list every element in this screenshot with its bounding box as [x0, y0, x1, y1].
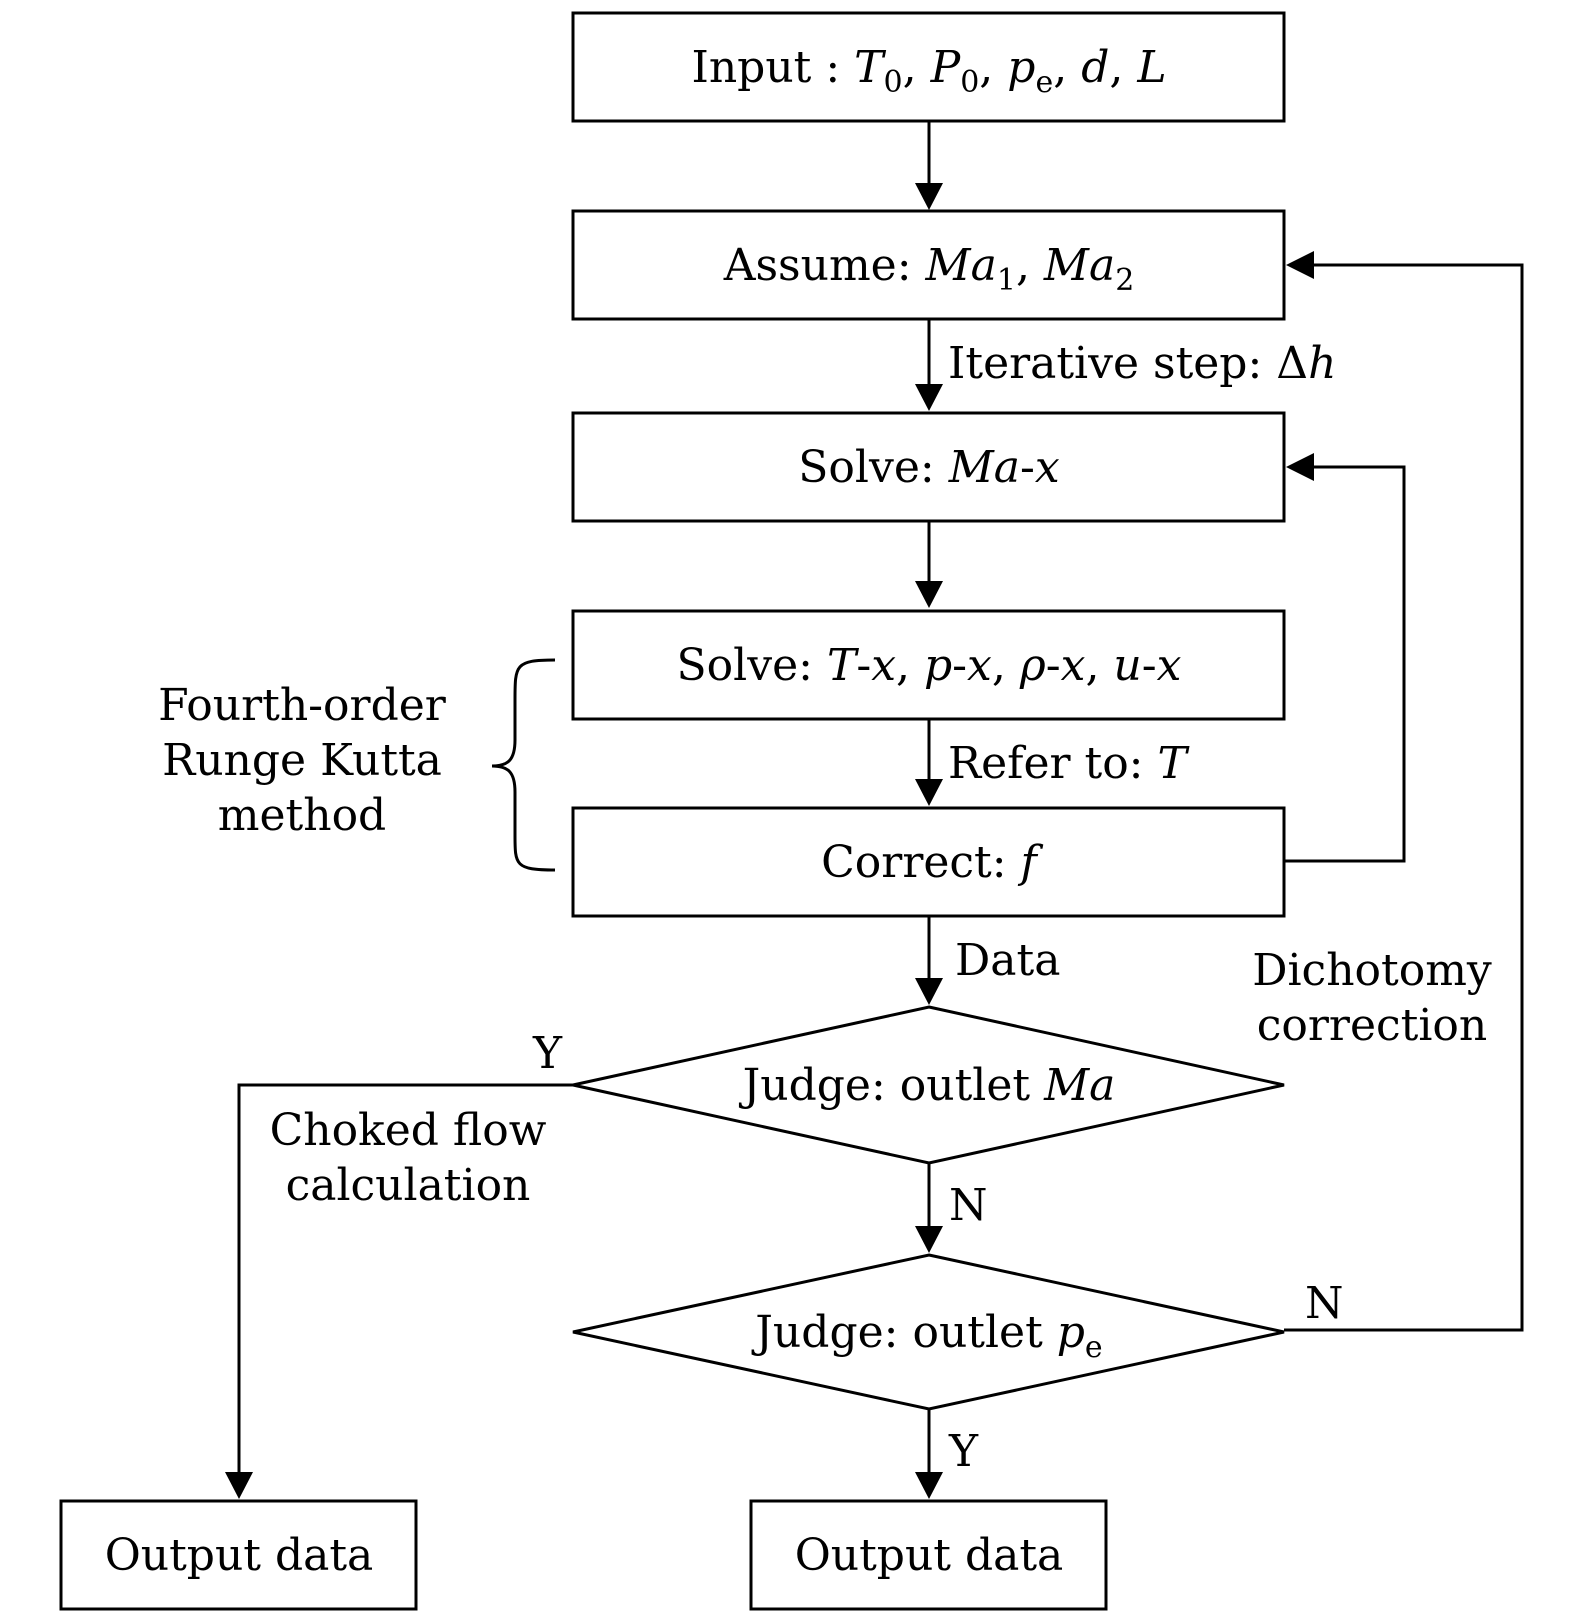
edge-correct-loop	[1284, 465, 1406, 863]
solve-ma-x-box: Solve: Ma-x	[571, 411, 1286, 523]
output-left-label: Output data	[105, 1530, 374, 1581]
solve-vars-box: Solve: T-x, p-x, ρ-x, u-x	[571, 609, 1286, 721]
dichotomy-label-line2: correction	[1257, 1000, 1487, 1051]
output-right-box: Output data	[749, 1499, 1108, 1611]
assume-box: Assume: Ma1, Ma2	[571, 209, 1286, 321]
choked-label-line1: Choked flow	[270, 1105, 547, 1156]
judge-ma-label: Judge: outlet Ma	[739, 1060, 1116, 1111]
arrowhead-dichotomy-loop	[1286, 251, 1314, 279]
solve-ma-x-label: Solve: Ma-x	[798, 442, 1060, 493]
brace-label-line3: method	[218, 790, 386, 841]
arrowhead-solve-solvevars	[915, 581, 943, 608]
arrowhead-solvevars-correct	[915, 779, 943, 806]
data-label: Data	[955, 935, 1060, 986]
arrowhead-correct-loop	[1286, 453, 1314, 481]
correct-box: Correct: f	[571, 806, 1286, 918]
input-label: Input : T0, P0, pe, d, L	[691, 42, 1166, 100]
brace-label-line2: Runge Kutta	[162, 735, 442, 786]
arrowhead-choked-branch	[225, 1472, 253, 1499]
choked-label-line2: calculation	[286, 1160, 531, 1211]
solve-vars-label: Solve: T-x, p-x, ρ-x, u-x	[677, 640, 1182, 691]
judge-pe-label: Judge: outlet pe	[751, 1307, 1102, 1365]
edge-dichotomy-loop	[1284, 263, 1524, 1332]
n-right-label: N	[1305, 1278, 1344, 1329]
arrowhead-input-assume	[915, 183, 943, 210]
arrowhead-assume-solve	[915, 384, 943, 411]
judge-pe-diamond: Judge: outlet pe	[572, 1253, 1285, 1411]
edge-choked-branch	[237, 1083, 573, 1474]
brace-icon	[491, 658, 556, 872]
judge-ma-diamond: Judge: outlet Ma	[572, 1005, 1285, 1165]
brace-label-line1: Fourth-order	[158, 680, 447, 731]
correct-label: Correct: f	[821, 837, 1043, 888]
dichotomy-label-line1: Dichotomy	[1252, 945, 1492, 996]
arrowhead-correct-judgema	[915, 978, 943, 1005]
input-box: Input : T0, P0, pe, d, L	[571, 11, 1286, 123]
assume-label: Assume: Ma1, Ma2	[723, 240, 1135, 298]
arrowhead-judgepe-output	[915, 1472, 943, 1499]
y-left-label: Y	[532, 1028, 563, 1079]
output-left-box: Output data	[59, 1499, 418, 1611]
y-down-label: Y	[948, 1426, 979, 1477]
refer-to-label: Refer to: T	[948, 738, 1191, 789]
iterative-step-label: Iterative step: Δh	[948, 338, 1336, 389]
n-down-label: N	[949, 1180, 988, 1231]
output-right-label: Output data	[795, 1530, 1064, 1581]
arrowhead-judgema-judgepe	[915, 1226, 943, 1253]
